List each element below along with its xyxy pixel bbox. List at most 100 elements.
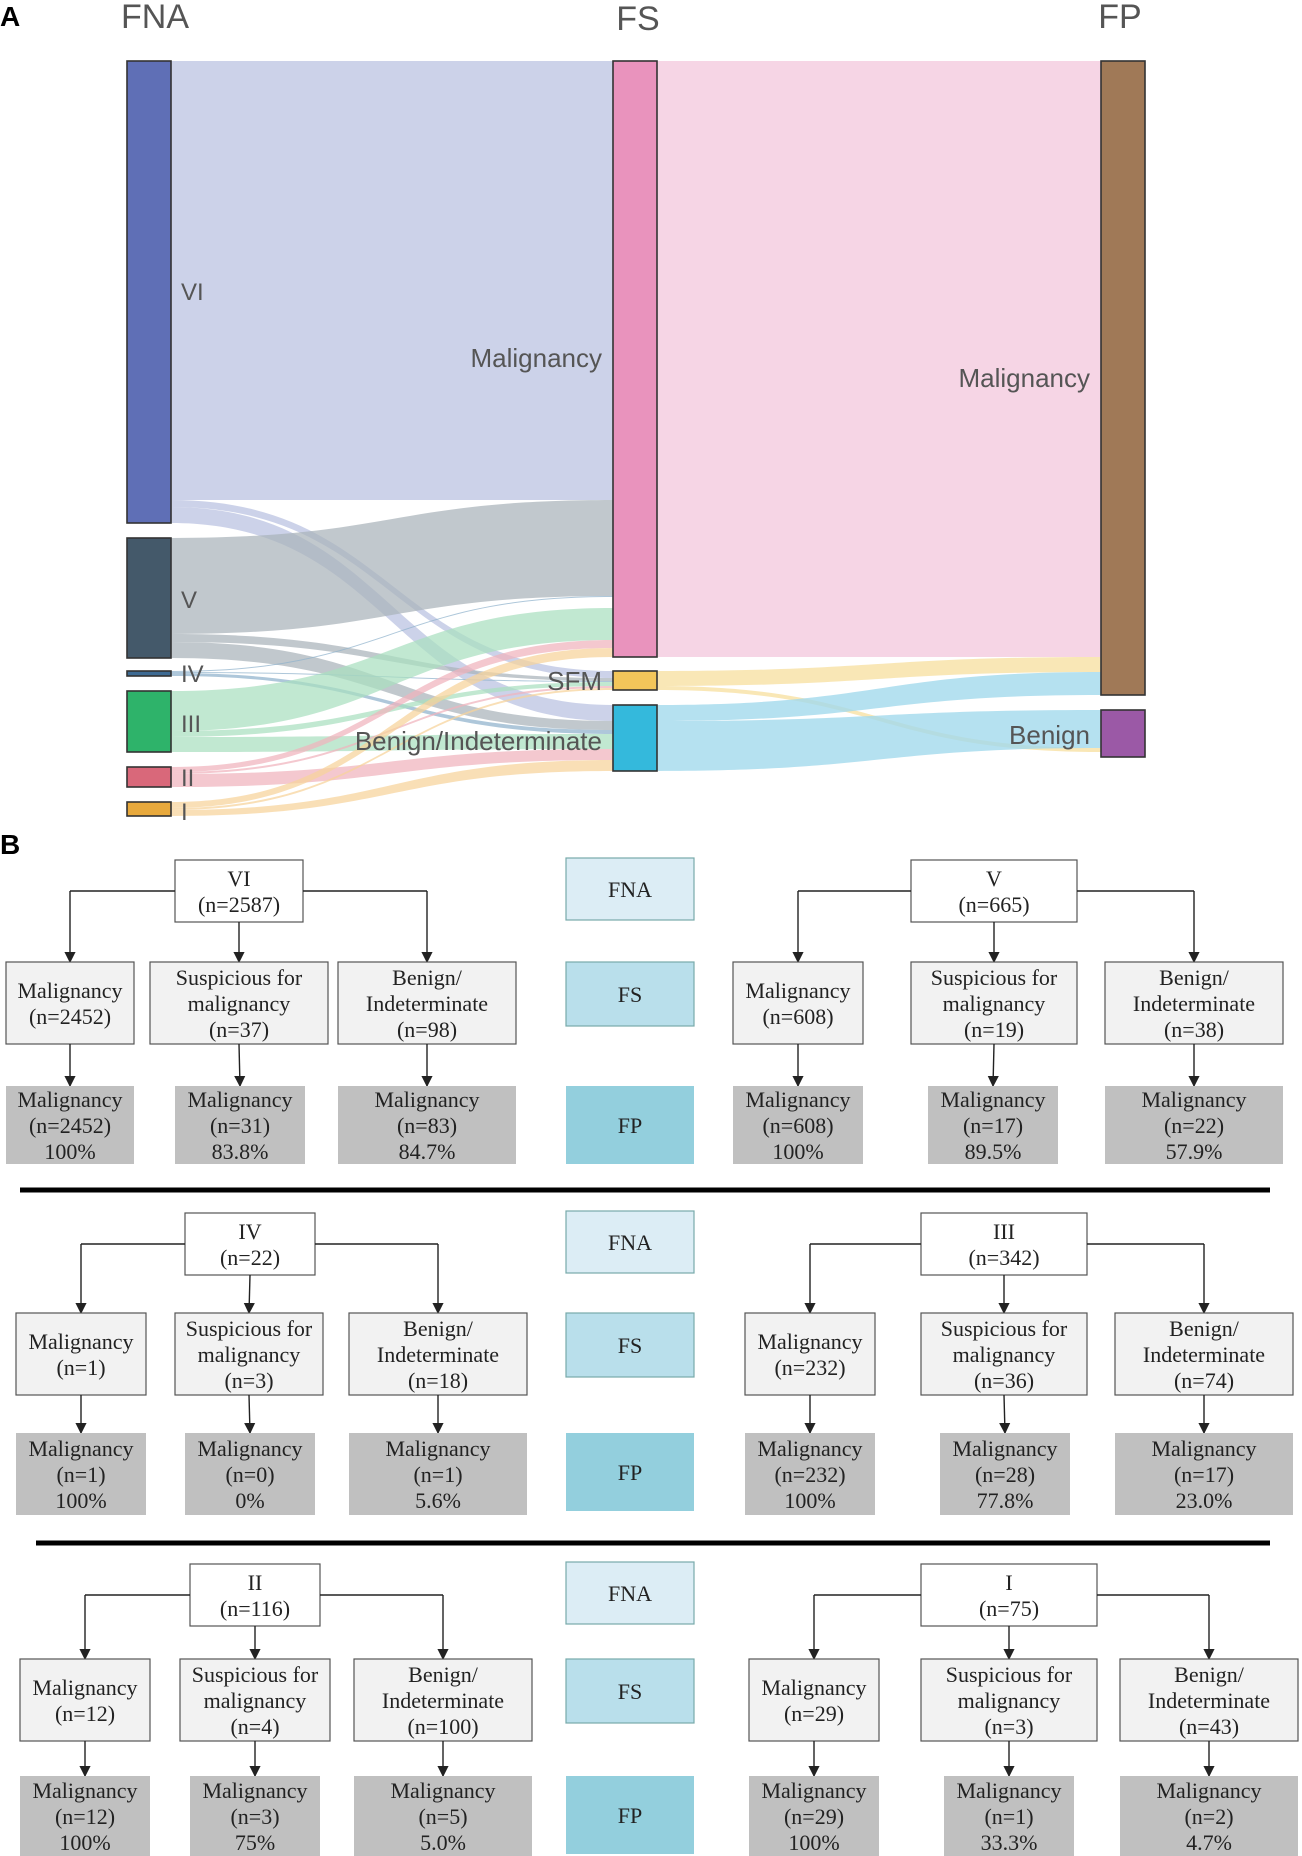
fs-node-sfm — [612, 670, 658, 691]
tree-iv-fp-box-2 — [185, 1433, 315, 1515]
tree-iii-fp-box-1-text: Malignancy — [757, 1436, 862, 1461]
tree-iii-fp-box-2-text: (n=28) — [975, 1462, 1035, 1487]
sankey-flow-v-to-fs-m — [171, 500, 613, 634]
tree-ii-fs-box-2 — [179, 1658, 331, 1742]
sankey-flow-iii-to-fs-m — [171, 608, 613, 731]
tree-i-fp-box-3-text: 4.7% — [1186, 1830, 1232, 1855]
tree-iv-fp-box-1-text: 100% — [55, 1488, 106, 1513]
tree-iii-fs-box-2-text: (n=36) — [974, 1368, 1034, 1393]
tree-iv-fp-box-2-text: Malignancy — [197, 1436, 302, 1461]
tree-vi-fp-box-2-text: Malignancy — [187, 1087, 292, 1112]
tree-iii-fp-box-2 — [940, 1433, 1070, 1515]
connector-arrow — [234, 1043, 246, 1088]
tree-v-fs-box-1-text: (n=608) — [762, 1004, 833, 1029]
level-label-fna-text: FNA — [608, 1230, 652, 1255]
tree-vi-fna-box-text: VI — [227, 866, 250, 891]
tree-v-fs-box-2 — [910, 961, 1078, 1045]
tree-ii-fp-box-1-text: Malignancy — [32, 1778, 137, 1803]
fs-node-b — [612, 704, 658, 772]
tree-vi-fs-box-1 — [5, 961, 135, 1045]
level-label-fna-text: FNA — [608, 1581, 652, 1606]
tree-i-fp-box-2 — [944, 1776, 1074, 1856]
tree-iii-fp-box-1-text: (n=232) — [774, 1462, 845, 1487]
tree-iv-fp-box-3 — [349, 1433, 527, 1515]
tree-vi-fs-box-2-text: Suspicious for — [176, 965, 303, 990]
tree-i-fs-box-1 — [748, 1658, 880, 1742]
tree-ii-fp-box-1 — [20, 1776, 150, 1856]
fna-label-v: V — [181, 587, 197, 614]
tree-i-fs-box-2 — [920, 1658, 1098, 1742]
tree-vi-fp-box-3-text: 84.7% — [399, 1139, 456, 1164]
sankey-flow-fs-malignancy-to-fp-malignancy — [657, 61, 1101, 657]
tree-iv-fp-box-2-text: 0% — [235, 1488, 264, 1513]
fp-label-m: Malignancy — [958, 363, 1090, 393]
tree-vi-fs-box-1-text: (n=2452) — [29, 1004, 111, 1029]
tree-vi-fs-box-3-text: Indeterminate — [366, 991, 488, 1016]
fs-label-sfm: SFM — [547, 666, 602, 696]
tree-ii-fs-box-1 — [19, 1658, 151, 1742]
tree-vi-fp-box-1-text: 100% — [44, 1139, 95, 1164]
tree-iv-fp-box-2-text: (n=0) — [225, 1462, 274, 1487]
tree-ii-fp-box-1-text: (n=12) — [55, 1804, 115, 1829]
tree-iv-fs-box-2-text: (n=3) — [224, 1368, 273, 1393]
tree-v-fs-box-2-text: Suspicious for — [931, 965, 1058, 990]
tree-iv-fp-box-3-text: (n=1) — [413, 1462, 462, 1487]
tree-iv-fs-box-3-text: Benign/ — [403, 1316, 474, 1341]
sankey-labels: VIVIVIIIIIIMalignancySFMBenign/Indetermi… — [181, 279, 1090, 826]
panel-b-letter: B — [0, 829, 20, 860]
tree-iii-fs-box-2-text: Suspicious for — [941, 1316, 1068, 1341]
tree-v-fp-box-3 — [1105, 1086, 1283, 1164]
tree-i-fs-box-3-text: Benign/ — [1174, 1662, 1245, 1687]
tree-iv-fs-box-3 — [348, 1312, 528, 1396]
fna-node-iv — [126, 670, 172, 677]
tree-iii-fs-box-1-text: (n=232) — [774, 1355, 845, 1380]
tree-v-fp-box-1 — [733, 1086, 863, 1164]
tree-iii-fp-box-1-text: 100% — [784, 1488, 835, 1513]
tree-vi-fp-box-2-text: (n=31) — [210, 1113, 270, 1138]
tree-vi-fp-box-3-text: (n=83) — [397, 1113, 457, 1138]
tree-v-fp-box-2-text: (n=17) — [963, 1113, 1023, 1138]
tree-iv-fp-box-1-text: (n=1) — [56, 1462, 105, 1487]
tree-ii-fs-box-3-text: Indeterminate — [382, 1688, 504, 1713]
tree-ii-fp-box-2-text: Malignancy — [202, 1778, 307, 1803]
tree-vi-fp-box-1-text: Malignancy — [17, 1087, 122, 1112]
tree-i-fp-box-3-text: (n=2) — [1184, 1804, 1233, 1829]
level-label-fs-text: FS — [618, 1679, 642, 1704]
tree-v-fp-box-3-text: 57.9% — [1166, 1139, 1223, 1164]
level-label-fna-text: FNA — [608, 877, 652, 902]
tree-i-fs-box-1-text: Malignancy — [761, 1675, 866, 1700]
tree-vi-fna-box — [174, 859, 304, 923]
tree-v-fs-box-1 — [732, 961, 864, 1045]
fp-node-m — [1100, 60, 1146, 696]
tree-iv-fp-box-3-text: Malignancy — [385, 1436, 490, 1461]
tree-iv-fs-box-3-text: Indeterminate — [377, 1342, 499, 1367]
sankey-flow-iii-to-fs-b — [171, 734, 613, 752]
fp-label-b: Benign — [1009, 720, 1090, 750]
decision-trees: VI(n=2587)Malignancy(n=2452)Malignancy(n… — [5, 857, 1299, 1856]
tree-i-fs-box-1-text: (n=29) — [784, 1701, 844, 1726]
tree-v-fp-box-2 — [928, 1086, 1058, 1164]
tree-iv-fs-box-1-text: Malignancy — [28, 1329, 133, 1354]
tree-v-fna-box-text: V — [986, 866, 1002, 891]
tree-iii-fs-box-3-text: Benign/ — [1169, 1316, 1240, 1341]
tree-vi-fs-box-3-text: (n=98) — [397, 1017, 457, 1042]
sankey-flow-fs-benign-to-fp-malignancy — [657, 672, 1101, 721]
tree-i-fs-box-3 — [1119, 1658, 1299, 1742]
tree-ii-fs-box-1-text: Malignancy — [32, 1675, 137, 1700]
tree-i-fna-box-text: I — [1005, 1570, 1012, 1595]
tree-iv-fna-box-text: IV — [238, 1219, 261, 1244]
level-label-fp — [566, 1433, 694, 1511]
tree-v-fs-box-3 — [1104, 961, 1284, 1045]
tree-iii-fs-box-1-text: Malignancy — [757, 1329, 862, 1354]
tree-ii-fs-box-3-text: (n=100) — [407, 1714, 478, 1739]
tree-v-fs-box-2-text: (n=19) — [964, 1017, 1024, 1042]
sankey-flow-fs-benign-to-fp-benign — [657, 710, 1101, 771]
fp-node-b — [1100, 709, 1146, 758]
tree-iii-fna-box — [920, 1212, 1088, 1276]
tree-i-fs-box-2-text: malignancy — [958, 1688, 1061, 1713]
tree-vi-fp-box-2-text: 83.8% — [212, 1139, 269, 1164]
tree-ii-fs-box-3-text: Benign/ — [408, 1662, 479, 1687]
fna-node-v — [126, 537, 172, 659]
tree-iii-fna-box-text: (n=342) — [968, 1245, 1039, 1270]
tree-i-fna-box-text: (n=75) — [979, 1596, 1039, 1621]
